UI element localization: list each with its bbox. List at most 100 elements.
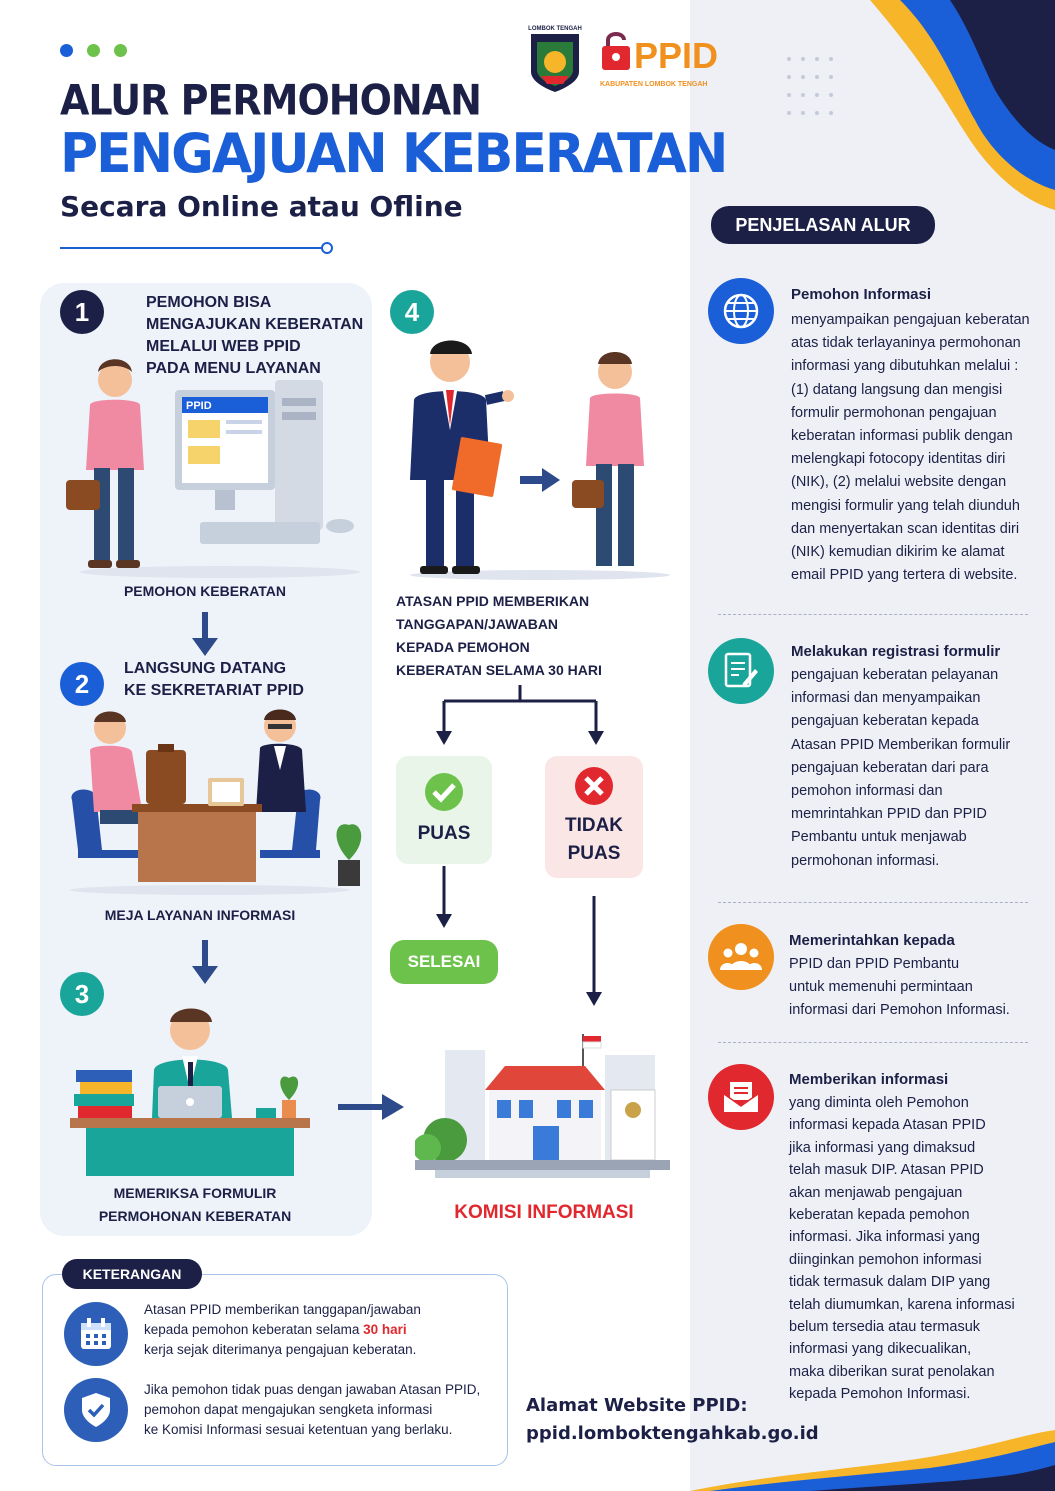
explanation-line: untuk memenuhi permintaan xyxy=(789,979,973,996)
screen-label: PPID xyxy=(186,400,212,412)
explanation-heading: Memerintahkan kepada xyxy=(789,932,955,949)
ppid-logo-text: PPID xyxy=(634,35,718,74)
separator xyxy=(718,902,1028,903)
explanation-line: informasi kepada Atasan PPID xyxy=(789,1117,986,1134)
explanation-line: kepada Pemohon Informasi. xyxy=(789,1386,971,1403)
step3-caption-line: MEMERIKSA FORMULIR xyxy=(113,1185,277,1201)
form-edit-glyph xyxy=(724,652,758,688)
explanation-line: PPID dan PPID Pembantu xyxy=(789,956,960,972)
step1-text-line: MENGAJUKAN KEBERATAN xyxy=(146,316,364,333)
ppid-lock-icon: PPID xyxy=(602,32,718,76)
explanation-item-4: Memberikan informasi yang diminta oleh P… xyxy=(789,1071,1039,1406)
arrow-down-icon xyxy=(192,940,218,984)
dot-grid-decoration xyxy=(787,57,833,115)
step2-text: LANGSUNG DATANG KE SEKRETARIAT PPID xyxy=(124,658,354,702)
mail-glyph xyxy=(723,1082,759,1112)
step1-text-line: PEMOHON BISA xyxy=(146,294,272,311)
explanation-item-1: Pemohon Informasi menyampaikan pengajuan… xyxy=(791,286,1036,587)
top-right-wave-decoration xyxy=(870,0,1055,210)
explanation-line: telah masuk DIP. Atasan PPID xyxy=(789,1162,984,1179)
step4-caption-line: KEBERATAN SELAMA 30 HARI xyxy=(396,662,602,678)
keterangan-note1: Atasan PPID memberikan tanggapan/jawaban… xyxy=(144,1300,494,1360)
calendar-icon xyxy=(64,1302,128,1366)
explanation-heading: Memberikan informasi xyxy=(789,1071,949,1088)
explanation-line: informasi. Jika informasi yang xyxy=(789,1229,980,1246)
explanation-line: pengajuan keberatan pelayanan xyxy=(791,667,999,683)
step1-text-line: MELALUI WEB PPID xyxy=(146,338,301,355)
check-icon xyxy=(425,773,463,811)
calendar-glyph xyxy=(81,1318,111,1349)
supervisor-responds-illustration xyxy=(410,340,670,580)
group-icon xyxy=(708,924,774,990)
group-glyph xyxy=(720,943,762,970)
selesai-badge: SELESAI xyxy=(390,940,498,984)
globe-glyph xyxy=(723,293,759,329)
subtitle: Secara Online atau Ofline xyxy=(60,190,463,223)
keterangan-box xyxy=(42,1274,508,1466)
note2-line: Jika pemohon tidak puas dengan jawaban A… xyxy=(144,1382,481,1397)
keterangan-note2: Jika pemohon tidak puas dengan jawaban A… xyxy=(144,1380,494,1440)
step4-caption-line: TANGGAPAN/JAWABAN xyxy=(396,616,559,632)
explanation-line: melengkapi fotocopy identitas diri xyxy=(791,451,1006,468)
form-edit-icon xyxy=(708,638,774,704)
tidak-puas-box: TIDAK PUAS xyxy=(545,756,643,878)
arrow-down-icon xyxy=(192,612,218,656)
explanation-line: menyampaikan pengajuan keberatan xyxy=(791,312,1030,328)
explanation-line: informasi yang dikecualikan, xyxy=(789,1341,972,1358)
ppid-logo: PPID KABUPATEN LOMBOK TENGAH xyxy=(600,28,730,90)
title-line1: ALUR PERMOHONAN xyxy=(60,75,482,125)
website-label: Alamat Website PPID: xyxy=(526,1395,748,1416)
step2-text-line: LANGSUNG DATANG xyxy=(124,660,287,677)
explanation-line: informasi yang dibutuhkan melalui : xyxy=(791,358,1019,375)
step4-caption: ATASAN PPID MEMBERIKAN TANGGAPAN/JAWABAN… xyxy=(396,590,626,682)
note1-line: kerja sejak diterimanya pengajuan kebera… xyxy=(144,1342,417,1357)
explanation-item-3: Memerintahkan kepada PPID dan PPID Pemba… xyxy=(789,932,1039,1023)
explanation-line: (NIK), (2) melalui website dengan xyxy=(791,474,1007,491)
right-panel xyxy=(690,0,1055,1491)
explanation-line: (NIK) kemudian dikirim ke alamat xyxy=(791,544,1005,561)
explanation-line: tidak termasuk dalam DIP yang xyxy=(789,1274,991,1291)
step2-caption: MEJA LAYANAN INFORMASI xyxy=(104,907,296,923)
explanation-body: menyampaikan pengajuan keberatan atas ti… xyxy=(791,309,1036,587)
note2-line: ke Komisi Informasi sesuai ketentuan yan… xyxy=(144,1422,453,1437)
explanation-line: permohonan informasi. xyxy=(791,852,940,869)
komisi-label: KOMISI INFORMASI xyxy=(454,1202,634,1223)
explanation-line: telah diumumkan, karena informasi xyxy=(789,1296,1015,1313)
step1-number: 1 xyxy=(60,290,104,334)
shield-check-icon xyxy=(64,1378,128,1442)
explanation-line: pengajuan keberatan dari para xyxy=(791,759,989,776)
explanation-line: (1) datang langsung dan mengisi xyxy=(791,381,1003,398)
arrow-down-icon xyxy=(586,896,602,1006)
explanation-body: pengajuan keberatan pelayanan informasi … xyxy=(791,664,1036,873)
branch-arrows xyxy=(436,685,604,745)
explanation-body: yang diminta oleh Pemohon informasi kepa… xyxy=(789,1092,1039,1406)
explanation-line: dan menyertakan scan identitas diri xyxy=(791,520,1020,537)
puas-box: PUAS xyxy=(396,756,492,864)
explanation-line: memrintahkan PPID dan PPID xyxy=(791,806,987,823)
explanation-line: Pembantu untuk menjawab xyxy=(791,829,967,846)
title-line2: PENGAJUAN KEBERATAN xyxy=(60,122,728,186)
note1-highlight: 30 hari xyxy=(363,1322,407,1337)
puas-label: PUAS xyxy=(417,823,471,844)
explanation-line: keberatan kepada pemohon xyxy=(789,1207,970,1224)
explanation-line: keberatan informasi publik dengan xyxy=(791,428,1013,445)
note2-line: pemohon dapat mengajukan sengketa inform… xyxy=(144,1402,433,1417)
explanation-line: formulir permohonan pengajuan xyxy=(791,404,997,421)
explanation-line: belum tersedia atau termasuk xyxy=(789,1319,981,1336)
tidak-puas-label: TIDAK PUAS xyxy=(565,812,623,868)
service-desk-illustration xyxy=(70,709,362,895)
header-underline xyxy=(60,242,333,254)
shield-glyph xyxy=(82,1393,110,1427)
explanation-line: maka diberikan surat penolakan xyxy=(789,1363,995,1380)
website-url[interactable]: ppid.lomboktengahkab.go.id xyxy=(526,1423,819,1444)
note1-text: kepada pemohon keberatan selama xyxy=(144,1322,364,1337)
separator xyxy=(718,1042,1028,1043)
explanation-line: pemohon informasi dan xyxy=(791,783,943,800)
note1-line: Atasan PPID memberikan tanggapan/jawaban xyxy=(144,1302,421,1317)
komisi-building-illustration xyxy=(415,1034,670,1178)
explanation-line: Atasan PPID Memberikan formulir xyxy=(791,736,1011,753)
officer-checking-form-illustration xyxy=(70,1008,310,1176)
globe-icon xyxy=(708,278,774,344)
cross-icon xyxy=(575,767,613,805)
step3-caption: MEMERIKSA FORMULIR PERMOHONAN KEBERATAN xyxy=(60,1182,330,1228)
